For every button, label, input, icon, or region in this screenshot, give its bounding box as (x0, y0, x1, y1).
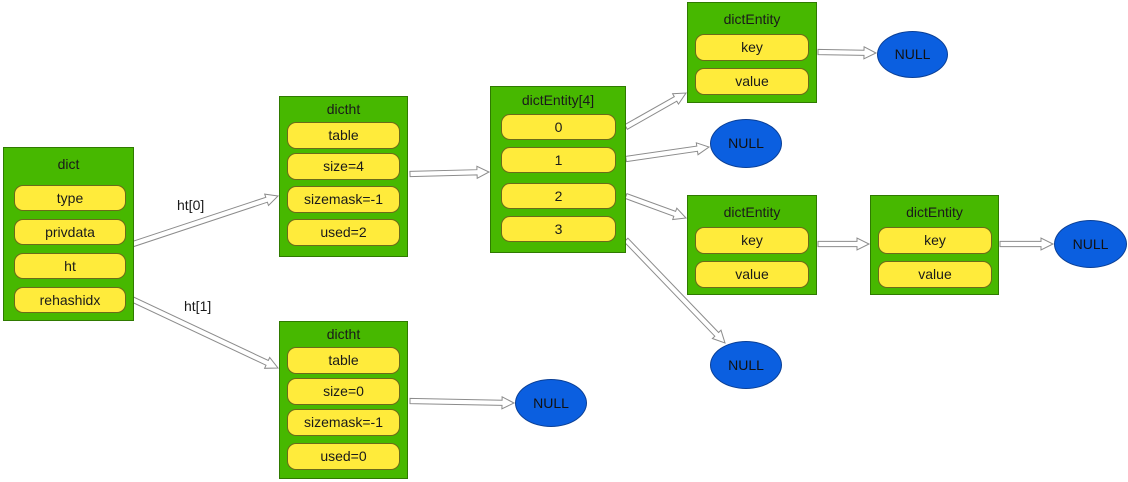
arrow-slot0-entry-a (624, 92, 687, 130)
entry-c-field-value: value (878, 261, 992, 288)
entry-b-box: dictEntity key value (687, 195, 817, 295)
arrow-entry-c-null (999, 237, 1055, 251)
arrow-slot1-null (625, 142, 711, 163)
arrow-dictht1-table (409, 395, 516, 410)
dictht1-field-size: size=0 (287, 378, 400, 405)
table-slot-2: 2 (501, 183, 616, 209)
null-slot-3: NULL (710, 341, 782, 389)
entry-a-field-value: value (695, 68, 809, 95)
arrow-slot2-entry-b (624, 192, 688, 221)
arrow-dictht0-table (409, 165, 491, 180)
arrow-entry-a-null (817, 45, 878, 60)
edge-label-ht1: ht[1] (184, 298, 212, 314)
null-after-entry-a: NULL (877, 31, 948, 78)
entry-b-field-key: key (695, 227, 809, 254)
dict-box: dict type privdata ht rehashidx (3, 147, 134, 321)
edge-label-ht0: ht[0] (177, 197, 205, 213)
dictht0-field-table: table (287, 122, 400, 149)
entry-b-field-value: value (695, 261, 809, 288)
table-slot-0: 0 (501, 114, 616, 140)
dictht1-box: dictht table size=0 sizemask=-1 used=0 (279, 321, 408, 479)
dict-title: dict (57, 156, 80, 172)
null-slot-1: NULL (710, 119, 782, 168)
dictht0-field-sizemask: sizemask=-1 (287, 186, 400, 213)
entry-c-field-key: key (878, 227, 992, 254)
table-slot-3: 3 (501, 216, 616, 242)
table-box: dictEntity[4] 0 1 2 3 (490, 86, 626, 253)
entry-a-box: dictEntity key value (687, 2, 817, 103)
entry-a-field-key: key (695, 34, 809, 61)
dictht0-field-size: size=4 (287, 153, 400, 180)
dictht1-title: dictht (326, 326, 361, 342)
entry-b-title: dictEntity (723, 204, 781, 220)
dict-field-privdata: privdata (14, 219, 126, 245)
dict-field-type: type (14, 185, 126, 211)
dictht0-box: dictht table size=4 sizemask=-1 used=2 (279, 96, 408, 257)
dict-field-rehashidx: rehashidx (14, 287, 126, 313)
entry-c-title: dictEntity (906, 204, 963, 220)
entry-a-title: dictEntity (723, 11, 781, 27)
dictht0-title: dictht (326, 101, 361, 117)
dictht1-field-sizemask: sizemask=-1 (287, 409, 400, 436)
entry-c-box: dictEntity key value (870, 195, 999, 295)
null-after-entry-c: NULL (1054, 220, 1127, 268)
dictht0-field-used: used=2 (287, 219, 400, 246)
dictht1-field-table: table (287, 347, 400, 374)
table-slot-1: 1 (501, 147, 616, 173)
table-title: dictEntity[4] (521, 92, 595, 108)
arrow-slot3-null (623, 237, 726, 344)
dict-field-ht: ht (14, 253, 126, 279)
arrow-entry-b-entry-c (817, 237, 871, 251)
null-dictht1-table: NULL (515, 379, 587, 427)
dictht1-field-used: used=0 (287, 443, 400, 470)
